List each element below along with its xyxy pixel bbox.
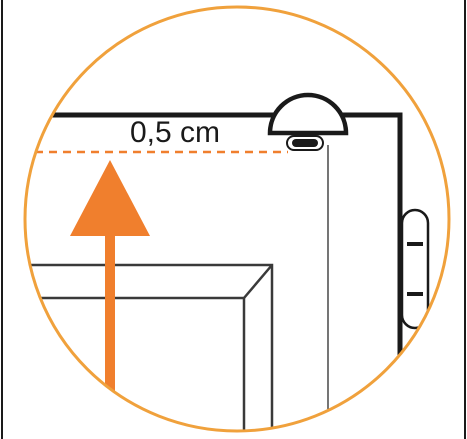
measurement-label: 0,5 cm [130,116,220,149]
zoom-circle-border [23,5,451,433]
up-arrow-icon [70,160,150,431]
frame-outline [25,112,403,431]
side-clip-icon [400,208,430,330]
window-frame [25,263,274,431]
dome-sensor-icon [267,92,349,151]
